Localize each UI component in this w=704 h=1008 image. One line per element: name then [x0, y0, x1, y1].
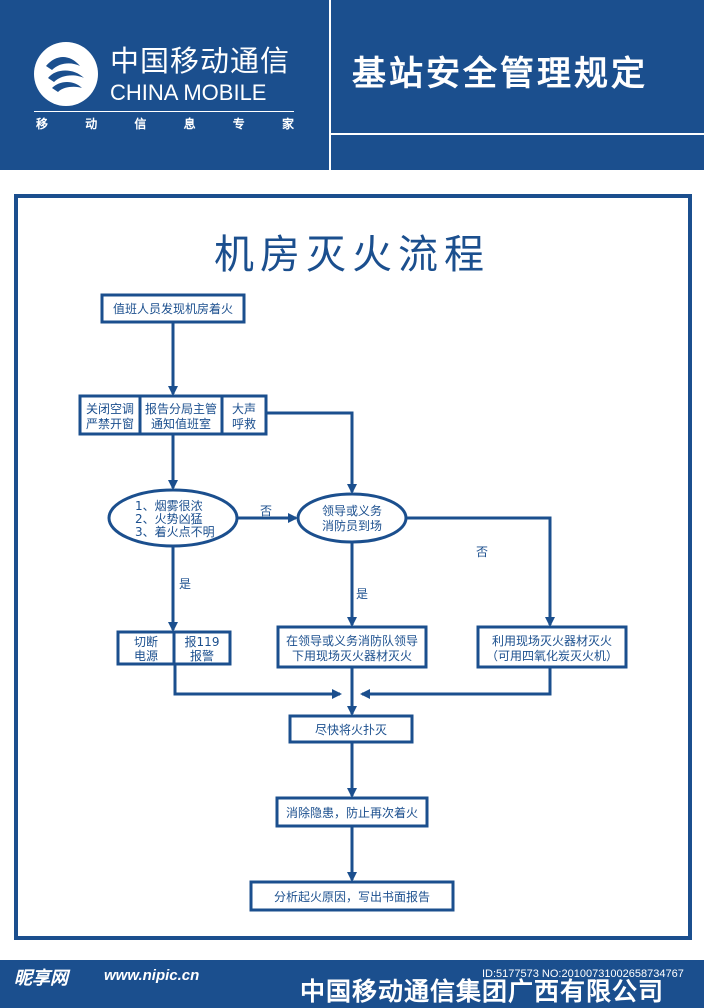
- step-self-text: 利用现场灭火器材灭火: [492, 634, 612, 648]
- step-close-ac-text: 关闭空调: [86, 402, 134, 416]
- step-guided-text: 在领导或义务消防队领导: [286, 633, 418, 648]
- step-call-119-box: [172, 630, 232, 666]
- step-shout-text: 呼救: [232, 416, 256, 431]
- step-call-119-text: 报119: [185, 634, 220, 649]
- step-close-ac-text: 严禁开窗: [86, 417, 134, 431]
- header-separator: [0, 170, 704, 180]
- condition-text: 1、烟雾很浓: [135, 499, 203, 513]
- connector: [173, 664, 342, 699]
- step-shout-box: [220, 394, 268, 436]
- step-eliminate-text: 消除隐患，防止再次着火: [286, 805, 418, 820]
- label-no: 否: [260, 504, 272, 518]
- china-mobile-logo-icon: [34, 42, 98, 106]
- condition-text: 2、火势凶猛: [135, 512, 203, 526]
- connector: [360, 667, 552, 699]
- header-rule: [331, 133, 704, 135]
- watermark-site-logo: 昵享网: [14, 968, 68, 989]
- step-self-text: （可用四氧化炭灭火机）: [486, 649, 618, 663]
- slogan-char: 动: [85, 117, 98, 131]
- step-cut-power-text: 切断: [134, 634, 158, 649]
- label-yes: 是: [356, 587, 368, 601]
- step-analyze-box: [249, 880, 455, 912]
- step-shout-text: 大声: [232, 402, 256, 416]
- step-report-text: 通知值班室: [151, 416, 211, 431]
- label-no: 否: [476, 545, 488, 559]
- step-cut-power-text: 电源: [134, 649, 158, 663]
- document-title: 基站安全管理规定: [352, 54, 648, 94]
- step-extinguish-text: 尽快将火扑灭: [315, 723, 387, 737]
- step-discover-text: 值班人员发现机房着火: [113, 301, 233, 316]
- connector: [406, 516, 555, 627]
- footer-bar: [0, 960, 704, 996]
- brand-slogan: 移 动 信 息 专 家: [36, 115, 294, 132]
- step-call-119-text: 报警: [190, 648, 214, 663]
- brand-underline: [34, 111, 294, 112]
- label-yes: 是: [179, 577, 191, 591]
- slogan-char: 息: [183, 117, 196, 131]
- connector: [266, 411, 357, 494]
- leader-text: 领导或义务: [322, 503, 382, 518]
- slogan-char: 信: [134, 117, 147, 131]
- slogan-char: 专: [232, 117, 245, 131]
- watermark-image-id: ID:5177573 NO:20100731002658734767: [482, 968, 684, 980]
- slogan-char: 移: [36, 117, 49, 131]
- brand-name-en: CHINA MOBILE: [110, 80, 267, 105]
- header-divider: [329, 0, 331, 170]
- step-report-text: 报告分局主管: [145, 401, 217, 416]
- condition-text: 3、着火点不明: [135, 524, 215, 539]
- leader-text: 消防员到场: [322, 518, 382, 533]
- brand-name-cn: 中国移动通信: [110, 44, 291, 78]
- watermark-url: www.nipic.cn: [104, 967, 200, 984]
- step-self-extinguish-box: [476, 625, 628, 669]
- flowchart-title: 机房灭火流程: [214, 232, 490, 278]
- slogan-char: 家: [281, 117, 294, 131]
- step-guided-text: 下用现场灭火器材灭火: [292, 649, 412, 663]
- decision-leader-arrives: [296, 492, 408, 544]
- step-analyze-text: 分析起火原因，写出书面报告: [274, 889, 430, 904]
